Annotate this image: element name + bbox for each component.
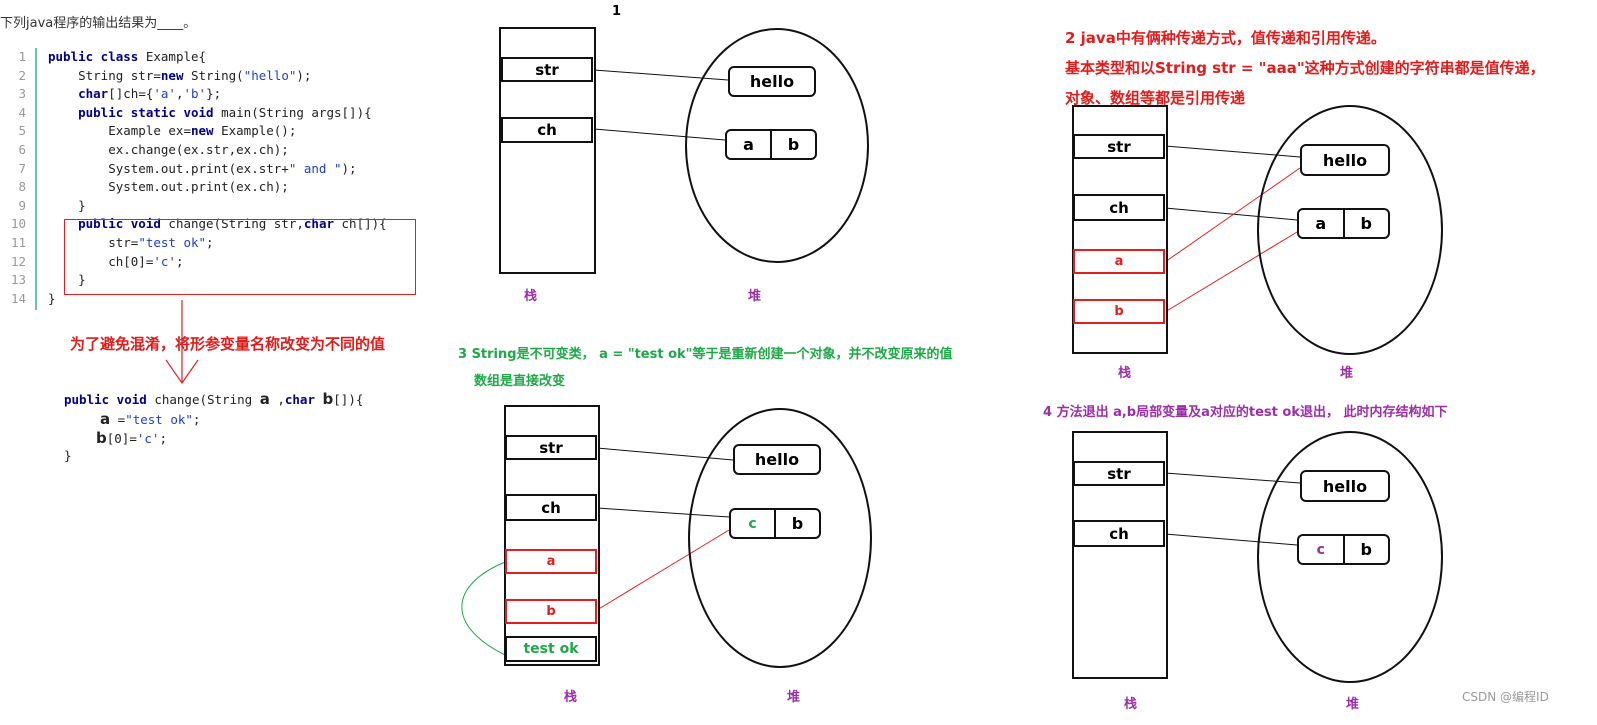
heap-caption: 堆 — [1346, 693, 1359, 712]
step3-note-line1: 3 String是不可变类， a = "test ok"等于是重新创建一个对象，… — [458, 343, 952, 362]
heap-array: ab — [725, 129, 817, 160]
stack-cell-ch: ch — [505, 494, 597, 521]
heap-object-hello: hello — [733, 444, 821, 475]
heap-object-hello: hello — [1300, 470, 1390, 502]
rename-note: 为了避免混淆，将形参变量名称改变为不同的值 — [70, 333, 385, 354]
heap-array: cb — [1297, 534, 1390, 565]
heap-caption: 堆 — [787, 686, 800, 705]
stack-cell-str: str — [505, 435, 597, 460]
stack-cell-ch: ch — [501, 117, 593, 143]
array-element: b — [1343, 536, 1389, 563]
heap-array: ab — [1297, 208, 1390, 239]
array-element: b — [1343, 210, 1389, 237]
stack-cell-test-ok: test ok — [505, 636, 597, 662]
array-element: c — [731, 510, 774, 537]
step3-note-line2: 数组是直接改变 — [474, 370, 565, 389]
step1-label: 1 — [612, 4, 621, 19]
renamed-code-line: b[0]='c'; — [64, 429, 363, 448]
stack-cell-b: b — [1073, 299, 1165, 324]
watermark: CSDN @编程ID — [1462, 688, 1549, 705]
heap-object-hello: hello — [1300, 144, 1390, 176]
heap-object-hello: hello — [728, 66, 816, 97]
step2-note-line2: 基本类型和以String str = "aaa"这种方式创建的字符串都是值传递， — [1065, 57, 1545, 78]
renamed-code-line: public void change(String a ,char b[]){ — [64, 390, 363, 410]
step2-note-line1: 2 java中有俩种传递方式，值传递和引用传递。 — [1065, 27, 1386, 48]
renamed-code-line: a ="test ok"; — [64, 410, 363, 429]
stack-cell-ch: ch — [1073, 194, 1165, 221]
stack-caption: 栈 — [564, 686, 577, 705]
stack-cell-a: a — [1073, 249, 1165, 274]
heap-caption: 堆 — [748, 285, 761, 304]
stack-cell-b: b — [505, 599, 597, 624]
renamed-code-line: } — [64, 448, 363, 467]
step4-note: 4 方法退出 a,b局部变量及a对应的test ok退出， 此时内存结构如下 — [1043, 401, 1448, 420]
stack-cell-a: a — [505, 549, 597, 574]
array-element: b — [770, 131, 815, 158]
stack-cell-ch: ch — [1073, 520, 1165, 547]
heap-caption: 堆 — [1340, 362, 1353, 381]
array-element: a — [1299, 210, 1343, 237]
array-element: a — [727, 131, 770, 158]
renamed-code: public void change(String a ,char b[]){ … — [64, 390, 363, 467]
array-element: c — [1299, 536, 1343, 563]
stack-cell-str: str — [1073, 134, 1165, 159]
stack-cell-str: str — [501, 57, 593, 82]
heap-array: cb — [729, 508, 821, 539]
stack-caption: 栈 — [1124, 693, 1137, 712]
stack-caption: 栈 — [524, 285, 537, 304]
stack-cell-str: str — [1073, 461, 1165, 486]
array-element: b — [774, 510, 819, 537]
stack-caption: 栈 — [1118, 362, 1131, 381]
